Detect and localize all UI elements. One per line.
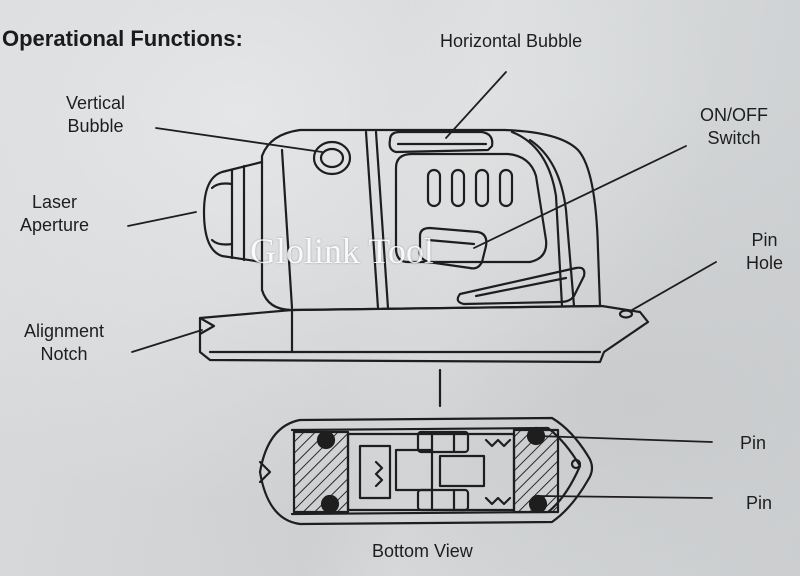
label-line: Laser (32, 192, 78, 212)
screw-icon (316, 430, 336, 450)
label-vertical-bubble: Vertical Bubble (66, 92, 125, 138)
label-line: Switch (707, 128, 761, 148)
leader-lines (127, 71, 717, 499)
label-bottom-view: Bottom View (372, 541, 473, 561)
label-line: Notch (40, 344, 88, 364)
screw-icon (528, 494, 548, 514)
label-line: ON/OFF (700, 105, 768, 125)
label-line: Alignment (24, 321, 105, 341)
leader-pin-lower (537, 495, 713, 499)
device-bottom-view (258, 368, 594, 526)
label-line: Vertical (66, 93, 126, 113)
alignment-notch (198, 316, 216, 336)
leader-alignment-notch (131, 329, 203, 353)
leader-pin-hole (631, 261, 717, 311)
horizontal-bubble (388, 130, 494, 154)
watermark: Glolink Tool (250, 231, 434, 271)
label-pin-hole: Pin Hole (746, 229, 783, 275)
bottom-outline (258, 416, 594, 526)
label-laser-aperture: Laser Aperture (20, 191, 89, 237)
label-horizontal-bubble: Horizontal Bubble (440, 31, 583, 51)
page-title: Operational Functions: (2, 26, 243, 51)
laser-aperture (202, 160, 264, 264)
base-plate (198, 304, 650, 364)
label-on-off-switch: ON/OFF Switch (700, 104, 768, 150)
vertical-bubble (312, 140, 352, 176)
leader-on-off-switch (473, 145, 687, 249)
pin-hole (618, 309, 634, 319)
leader-vertical-bubble (155, 127, 323, 153)
leader-horizontal-bubble (445, 71, 507, 139)
grip-triangle (456, 266, 586, 306)
housing (260, 128, 602, 312)
on-off-switch (418, 226, 488, 270)
label-line: Aperture (20, 215, 90, 235)
label-pin-upper: Pin (740, 433, 767, 453)
label-line: Bubble (67, 116, 124, 136)
device-top-view (198, 128, 650, 364)
bottom-notch (258, 460, 272, 484)
label-alignment-notch: Alignment Notch (24, 320, 104, 366)
label-line: Pin (751, 230, 778, 250)
label-pin-lower: Pin (746, 493, 773, 513)
side-panel (394, 152, 548, 264)
leader-pin-upper (537, 435, 713, 443)
label-line: Hole (746, 253, 784, 273)
leader-laser-aperture (127, 211, 197, 227)
screw-icon (320, 494, 340, 514)
